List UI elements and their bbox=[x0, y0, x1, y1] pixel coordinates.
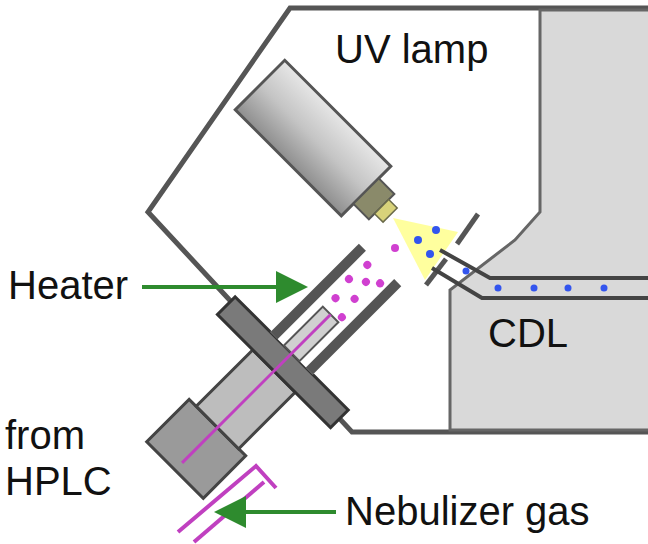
heater-label: Heater bbox=[8, 262, 128, 308]
inlet-label: from HPLC bbox=[5, 412, 123, 504]
gas-label: Nebulizer gas bbox=[345, 488, 590, 534]
cdl-tube-wall bbox=[440, 250, 648, 278]
heater-pointer bbox=[142, 285, 300, 289]
source-housing bbox=[148, 8, 648, 432]
hplc-line bbox=[178, 466, 276, 532]
heated-nebulizer-probe bbox=[118, 208, 436, 526]
cdl-tube-wall bbox=[432, 268, 648, 298]
gas-pointer bbox=[222, 510, 336, 514]
inlet-plate bbox=[457, 214, 478, 244]
ions bbox=[414, 226, 608, 292]
uv-lamp bbox=[235, 60, 415, 240]
uv-beam bbox=[393, 218, 458, 280]
cdl-label: CDL bbox=[488, 310, 568, 356]
lamp-label: UV lamp bbox=[335, 26, 488, 72]
sample-droplet bbox=[391, 244, 399, 252]
cdl-block bbox=[450, 10, 648, 430]
